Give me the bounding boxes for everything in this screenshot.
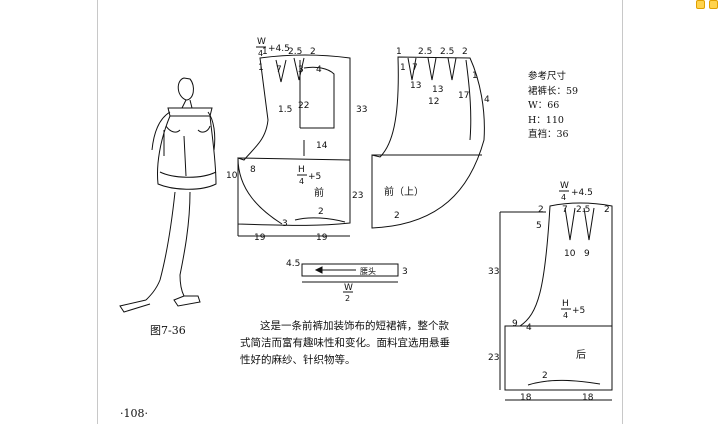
front-upper-mark: 3	[298, 65, 304, 75]
front-upper-mark: 1	[258, 63, 264, 73]
toolbar-icon[interactable]	[709, 0, 718, 9]
back-side-mark: 9	[584, 249, 590, 259]
facing-hem-mark: 2	[394, 211, 400, 221]
front-pocket-mark: 14	[316, 141, 328, 151]
back-top-formula-suffix: +4.5	[571, 188, 593, 198]
back-side-mark: 10	[564, 249, 576, 259]
back-top-formula-num: W	[560, 181, 569, 191]
back-top-mark: 2	[538, 205, 544, 215]
back-bottom-mark: 18	[520, 393, 532, 403]
reference-item: 裙裤长：59	[528, 85, 579, 97]
front-hip-formula-den: 4	[299, 177, 304, 186]
facing-top-mark: 2.5	[418, 47, 432, 57]
front-top-mark: 2	[310, 47, 316, 57]
reference-item: W：66	[528, 100, 560, 111]
facing-label: 前（上）	[384, 185, 424, 198]
front-facing-piece	[371, 56, 485, 229]
waistband-label: 腰头	[360, 266, 376, 276]
waistband-formula-num: W	[344, 283, 353, 293]
front-top-formula: W	[257, 37, 266, 47]
facing-upper-mark: 13	[432, 85, 443, 95]
back-height-mark: 33	[488, 267, 499, 277]
facing-upper-mark: 1	[472, 71, 478, 81]
front-height-mark: 23	[352, 191, 363, 201]
front-top-formula-den: 4	[258, 49, 263, 58]
waistband-right-mark: 3	[402, 267, 408, 277]
front-pocket-mark: 1.5	[278, 105, 292, 115]
front-top-mark: 2.5	[288, 47, 302, 57]
facing-top-mark: 2.5	[440, 47, 454, 57]
front-upper-mark: 7	[276, 65, 282, 75]
back-crotch-mark: 9	[512, 319, 518, 329]
back-label: 后	[576, 349, 586, 361]
front-top-formula-suffix: +4.5	[268, 44, 290, 54]
back-crotch-mark: 4	[526, 323, 532, 333]
back-top-mark: 2	[604, 205, 610, 215]
page-right-edge	[622, 0, 623, 424]
waistband-piece	[301, 263, 399, 283]
back-side-mark: 5	[536, 221, 542, 231]
facing-upper-mark: 7	[412, 63, 418, 73]
back-top-mark: 2.5	[576, 205, 590, 215]
facing-upper-mark: 4	[484, 95, 490, 105]
reference-item: H：110	[528, 114, 564, 126]
front-pattern-piece	[237, 54, 351, 237]
viewer-toolbar	[696, 0, 718, 10]
front-bottom-mark: 19	[316, 233, 328, 243]
model-illustration	[119, 77, 217, 313]
front-label: 前	[314, 186, 324, 199]
front-bottom-mark: 19	[254, 233, 266, 243]
facing-upper-mark: 12	[428, 97, 439, 107]
reference-title: 参考尺寸	[528, 71, 567, 82]
back-hip-formula-suffix: +5	[572, 306, 585, 316]
front-hip-formula-num: H	[298, 165, 305, 175]
waistband-formula-den: 2	[345, 294, 350, 303]
back-top-mark: 7	[562, 205, 568, 215]
front-top-mark: 1	[262, 47, 268, 57]
waistband-left-mark: 4.5	[286, 259, 300, 269]
front-hip-formula-suffix: +5	[308, 172, 321, 182]
figure-label: 图7-36	[150, 324, 186, 337]
reference-item: 直裆：36	[528, 129, 569, 140]
caption-text: 这是一条前裤加装饰布的短裙裤，整个款式简洁而富有趣味性和变化。面料宜选用悬垂性好…	[240, 320, 450, 366]
back-hip-formula-num: H	[562, 299, 569, 309]
front-side-mark: 10	[226, 171, 238, 181]
back-pattern-piece	[499, 202, 613, 401]
back-height-mark: 23	[488, 353, 499, 363]
facing-top-mark: 1	[396, 47, 402, 57]
front-pocket-mark: 22	[298, 101, 309, 111]
facing-upper-mark: 1	[400, 63, 406, 73]
page-number: ·108·	[120, 407, 148, 420]
facing-upper-mark: 17	[458, 91, 469, 101]
facing-top-mark: 2	[462, 47, 468, 57]
back-bottom-mark: 18	[582, 393, 594, 403]
front-side-mark: 8	[250, 165, 256, 175]
back-hem-mark: 2	[542, 371, 548, 381]
front-hem-mark: 3	[282, 219, 288, 229]
facing-upper-mark: 13	[410, 81, 421, 91]
front-upper-mark: 4	[316, 65, 322, 75]
front-height-mark: 33	[356, 105, 367, 115]
reference-sizes: 参考尺寸 裙裤长：59 W：66 H：110 直裆：36	[528, 70, 578, 143]
back-hip-formula-den: 4	[563, 311, 568, 320]
toolbar-icon[interactable]	[696, 0, 705, 9]
page-left-edge	[97, 0, 98, 424]
back-top-formula-den: 4	[561, 193, 566, 202]
front-hem-mark: 2	[318, 207, 324, 217]
